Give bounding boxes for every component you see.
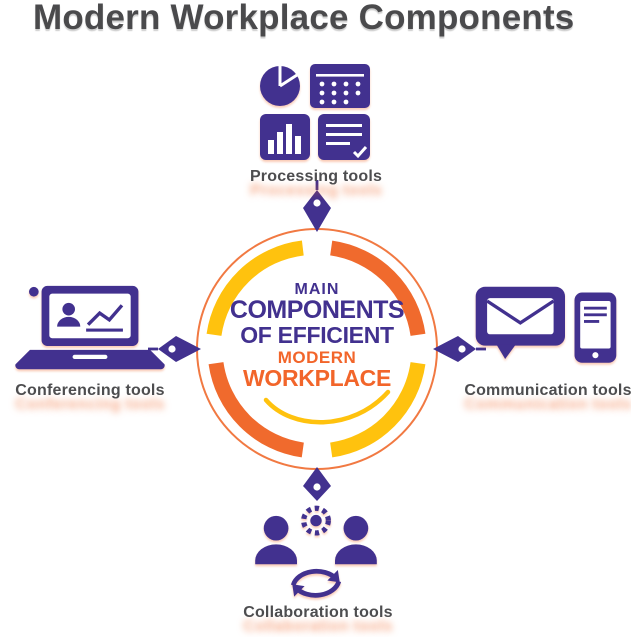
component-bottom-label: Collaboration tools xyxy=(243,604,393,621)
charts-calendar-icon xyxy=(260,64,370,160)
arrow-right-icon xyxy=(433,336,486,362)
arrow-left-icon xyxy=(148,336,201,362)
arrow-top-icon xyxy=(303,180,331,232)
arc-bottom-left xyxy=(208,361,305,458)
center-line-5: WORKPLACE xyxy=(242,364,392,391)
arc-bottom-right xyxy=(329,361,426,458)
component-right xyxy=(470,284,622,376)
arc-top-right xyxy=(329,240,426,337)
center-line-4: MODERN xyxy=(277,348,357,368)
page-title: Modern Workplace Components xyxy=(33,0,575,37)
component-right-label: Communication tools xyxy=(464,382,631,399)
yellow-swoosh xyxy=(263,389,391,425)
center-line-2: COMPONENTS xyxy=(229,296,405,325)
component-left xyxy=(12,284,168,376)
arrow-bottom-icon xyxy=(303,467,331,501)
component-left-label: Conferencing tools xyxy=(15,382,165,399)
team-sync-gear-icon xyxy=(255,505,377,598)
laptop-video-call-icon xyxy=(15,285,165,370)
component-top xyxy=(256,60,376,164)
arc-top-left xyxy=(206,240,304,337)
component-bottom xyxy=(240,500,392,602)
chat-envelope-phone-icon xyxy=(475,286,617,363)
center-text-block: MAIN COMPONENTS OF EFFICIENT MODERN WORK… xyxy=(207,281,427,391)
component-top-label: Processing tools xyxy=(249,168,383,185)
center-line-3: OF EFFICIENT xyxy=(240,321,394,348)
center-line-1: MAIN xyxy=(294,281,340,298)
